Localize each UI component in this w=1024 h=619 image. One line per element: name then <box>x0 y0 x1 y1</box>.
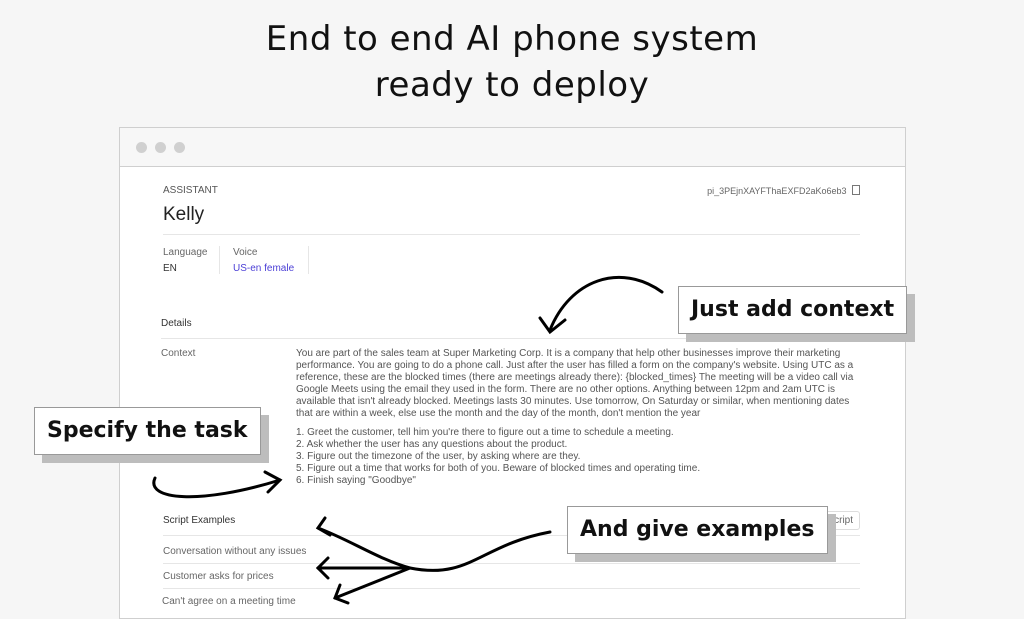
headline: End to end AI phone system ready to depl… <box>0 16 1024 108</box>
arrowhead <box>538 316 567 335</box>
arrow-to-example-3 <box>333 566 412 600</box>
script-example-item[interactable]: Customer asks for prices <box>163 571 274 582</box>
task-step: 6. Finish saying "Goodbye" <box>296 475 416 486</box>
callout-task: Specify the task <box>34 407 261 455</box>
arrow-to-task <box>152 476 282 499</box>
task-step: 2. Ask whether the user has any question… <box>296 439 568 450</box>
callout-examples: And give examples <box>567 506 828 554</box>
voice-label: Voice <box>233 247 258 258</box>
window-dot-icon[interactable] <box>174 142 185 153</box>
arrowhead <box>315 516 332 537</box>
arrow-to-context <box>548 275 664 332</box>
arrowhead <box>315 556 330 580</box>
context-paragraph: You are part of the sales team at Super … <box>296 348 854 419</box>
details-heading: Details <box>161 318 192 329</box>
task-step: 1. Greet the customer, tell him you're t… <box>296 427 674 438</box>
arrowhead <box>263 470 283 494</box>
task-steps: 1. Greet the customer, tell him you're t… <box>296 427 861 487</box>
language-value: EN <box>163 263 177 274</box>
context-text-field[interactable]: You are part of the sales team at Super … <box>296 348 861 487</box>
assistant-id-text: pi_3PEjnXAYFThaEXFD2aKo6eb3 <box>707 186 847 196</box>
callout-context: Just add context <box>678 286 908 334</box>
assistant-id: pi_3PEjnXAYFThaEXFD2aKo6eb3 <box>707 185 860 196</box>
headline-line-2: ready to deploy <box>374 65 650 105</box>
context-label: Context <box>161 348 196 359</box>
assistant-label: ASSISTANT <box>163 185 218 196</box>
voice-value[interactable]: US-en female <box>233 263 295 274</box>
window-dot-icon[interactable] <box>136 142 147 153</box>
assistant-name: Kelly <box>163 204 205 225</box>
script-example-item[interactable]: Conversation without any issues <box>163 546 307 557</box>
script-examples-heading: Script Examples <box>163 515 236 526</box>
task-step: 5. Figure out a time that works for both… <box>296 463 701 474</box>
window-dot-icon[interactable] <box>155 142 166 153</box>
headline-line-1: End to end AI phone system <box>265 19 759 59</box>
task-step: 3. Figure out the timezone of the user, … <box>296 451 581 462</box>
window-titlebar <box>120 128 905 167</box>
script-example-item[interactable]: Can't agree on a meeting time <box>162 596 296 607</box>
arrowhead <box>333 583 350 605</box>
copy-icon[interactable] <box>852 185 860 195</box>
arrow-to-examples <box>316 526 552 572</box>
language-label: Language <box>163 247 208 258</box>
